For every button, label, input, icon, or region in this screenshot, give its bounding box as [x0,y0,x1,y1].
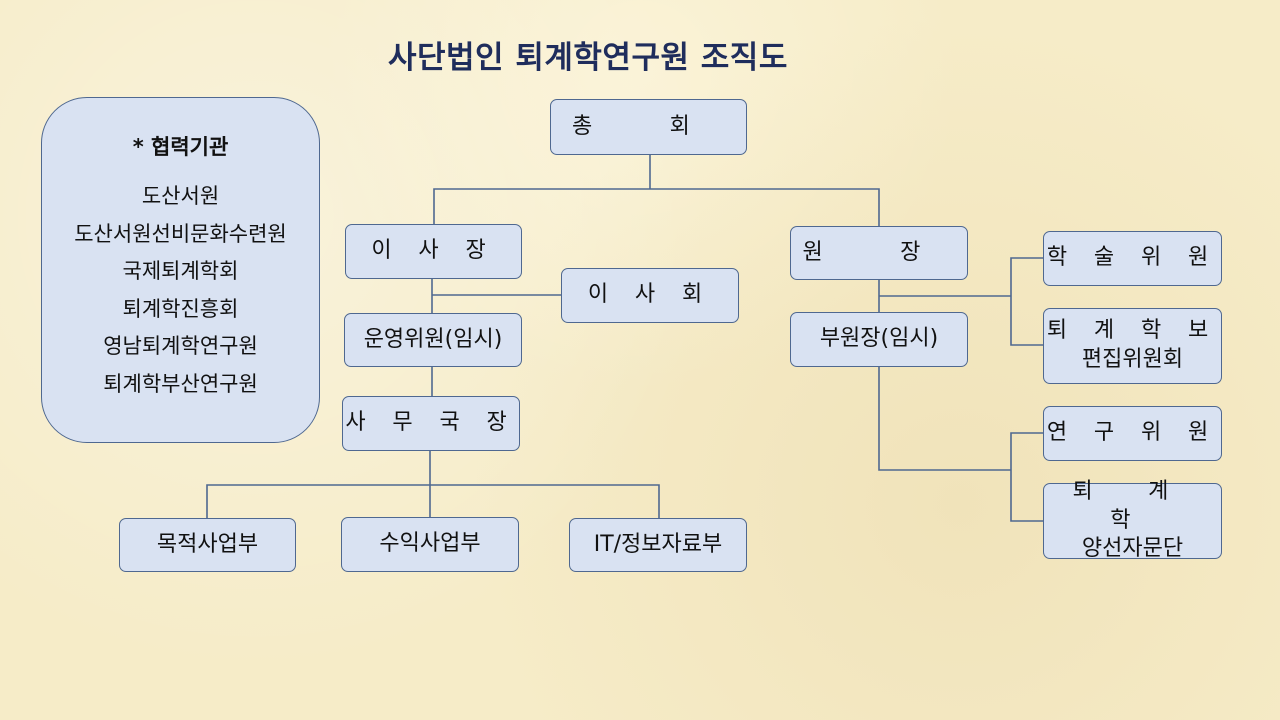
advisory-line-2: 양선자문단 [1081,536,1184,562]
page-title: 사단법인 퇴계학연구원 조직도 [388,40,788,76]
journal-line-1: 퇴 계 학 보 [1046,318,1219,344]
box-director: 원 장 [790,226,968,280]
advisory-line-1: 퇴 계 학 [1072,479,1193,533]
connector-committees-split [1010,257,1043,346]
partner-item: 도산서원선비문화수련원 [74,221,287,246]
partner-item: 도산서원 [141,184,220,208]
journal-line-2: 편집위원회 [1081,347,1184,372]
partners-heading: * 협력기관 [132,135,229,159]
partner-item: 국제퇴계학회 [122,259,239,284]
box-journal-committee: 퇴 계 학 보 편집위원회 [1043,308,1222,384]
box-board: 이 사 회 [561,268,739,323]
partner-item: 퇴계학부산연구원 [103,371,258,396]
box-advisory-group: 퇴 계 학 양선자문단 [1043,479,1222,561]
box-general-assembly: 총 회 [550,99,747,155]
connector-assembly-branch [433,188,880,227]
connector-vice [878,366,1011,471]
partner-item: 영남퇴계학연구원 [103,334,258,359]
box-steering-committee: 운영위원(임시) [344,313,522,367]
box-dept-revenue: 수익사업부 [341,517,519,572]
box-dept-it: IT/정보자료부 [569,518,747,572]
box-academic-committee: 학 술 위 원 [1043,231,1222,286]
partner-institutions-box: * 협력기관 도산서원 도산서원선비문화수련원 국제퇴계학회 퇴계학진흥회 영남… [41,97,320,443]
box-dept-purpose: 목적사업부 [119,518,296,572]
partner-item: 퇴계학진흥회 [122,296,239,321]
box-chairman: 이 사 장 [345,224,522,279]
connector-departments [206,484,660,518]
box-vice-director: 부원장(임시) [790,312,968,367]
box-research-committee: 연 구 위 원 [1043,406,1222,461]
partners-list: 도산서원 도산서원선비문화수련원 국제퇴계학회 퇴계학진흥회 영남퇴계학연구원 … [42,178,319,404]
box-secretary-general: 사 무 국 장 [342,396,520,451]
connector-vice-split [1010,432,1043,522]
